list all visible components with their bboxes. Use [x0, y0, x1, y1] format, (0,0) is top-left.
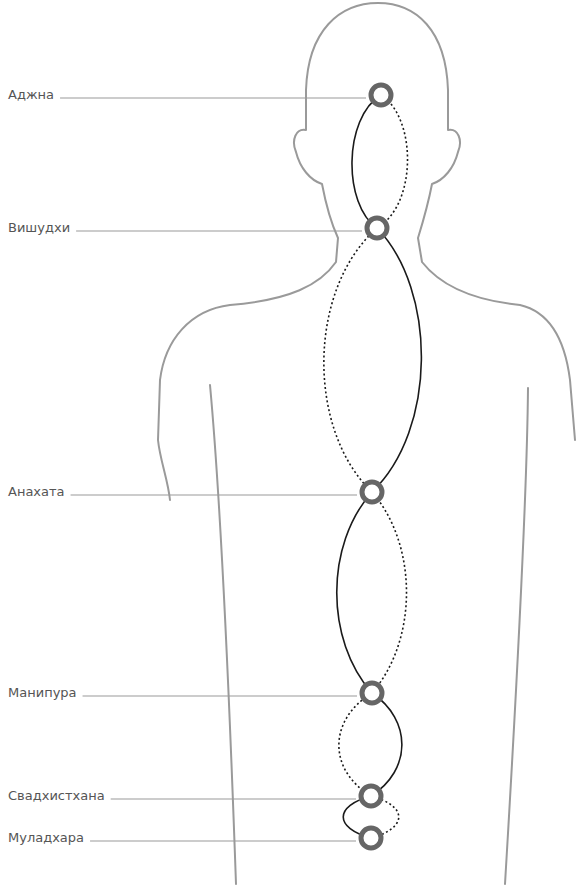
chakra-name: Вишудхи [8, 220, 70, 236]
chakra-circle [361, 828, 381, 848]
chakra-name: Манипура [8, 685, 77, 701]
leader-line [83, 695, 357, 696]
arm-line [505, 388, 528, 884]
leader-line [90, 840, 356, 841]
arm-line [210, 385, 236, 884]
leader-line [71, 494, 357, 495]
body-outline [378, 3, 575, 440]
leader-line [60, 97, 366, 98]
solid-channel [337, 95, 422, 838]
chakra-circle [362, 482, 382, 502]
leader-line [76, 230, 362, 231]
dotted-channel [324, 95, 408, 838]
chakra-name: Анахата [8, 484, 65, 500]
body-outline [158, 3, 378, 500]
chakra-circle [361, 786, 381, 806]
leader-line [111, 798, 356, 799]
chakra-name: Муладхара [8, 830, 84, 846]
chakra-circle [371, 85, 391, 105]
chakra-circle [367, 218, 387, 238]
chakra-name: Свадхистхана [8, 788, 105, 804]
chakra-name: Аджна [8, 87, 54, 103]
chakra-circle [362, 683, 382, 703]
